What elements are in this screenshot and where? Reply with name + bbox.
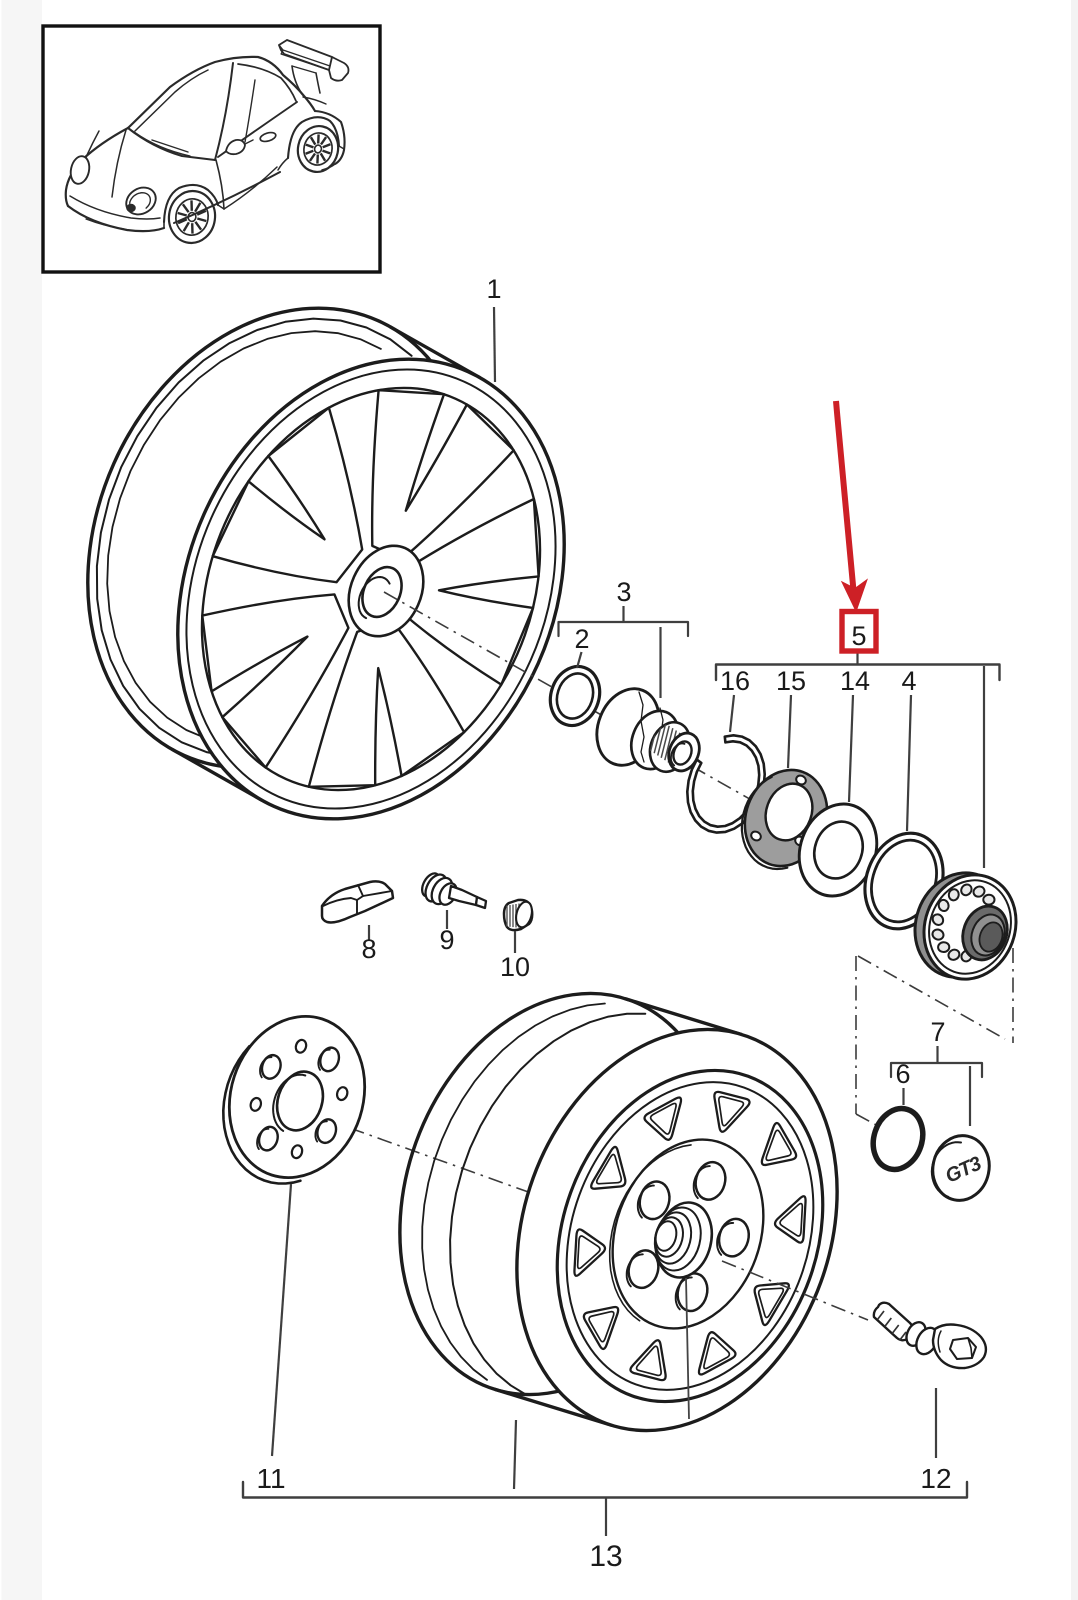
- svg-text:6: 6: [895, 1059, 910, 1089]
- svg-text:4: 4: [901, 666, 916, 696]
- svg-text:1: 1: [486, 274, 501, 304]
- svg-text:16: 16: [720, 666, 750, 696]
- svg-text:12: 12: [920, 1463, 951, 1494]
- svg-text:3: 3: [616, 577, 631, 607]
- svg-text:5: 5: [851, 621, 866, 651]
- svg-text:10: 10: [500, 952, 530, 982]
- svg-text:11: 11: [256, 1463, 285, 1494]
- svg-text:15: 15: [776, 666, 806, 696]
- svg-text:7: 7: [930, 1017, 945, 1047]
- svg-text:14: 14: [840, 666, 870, 696]
- svg-text:8: 8: [361, 934, 376, 964]
- svg-text:9: 9: [439, 925, 454, 955]
- svg-text:2: 2: [574, 624, 589, 654]
- svg-text:13: 13: [589, 1540, 622, 1573]
